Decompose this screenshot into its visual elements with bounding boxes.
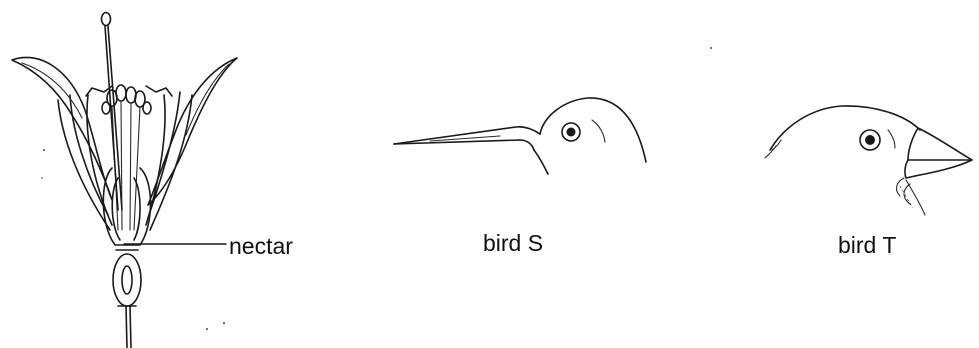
- flower-stalk: [126, 306, 127, 348]
- bird-t-head: [765, 106, 972, 215]
- bird-s-eye: [562, 123, 580, 141]
- stigma: [102, 13, 111, 26]
- right-sepal: [148, 58, 237, 205]
- bird-t-beak: [915, 128, 972, 176]
- flower: [12, 13, 237, 348]
- bird-t-label: bird T: [838, 234, 896, 257]
- bird-s-head: [394, 98, 646, 174]
- petal-left-outer: [58, 100, 110, 230]
- petal-right-outer: [150, 95, 192, 230]
- nectary: [103, 168, 150, 245]
- bird-s-label: bird S: [483, 232, 543, 255]
- bird-t-eye: [860, 130, 880, 150]
- bird-t-head-outline: [770, 106, 920, 150]
- nectar-label: nectar: [229, 235, 293, 258]
- scan-specks: [41, 47, 712, 330]
- petal-right-inner: [146, 95, 165, 225]
- left-sepal: [12, 57, 112, 200]
- bird-s-head-outline: [540, 98, 646, 162]
